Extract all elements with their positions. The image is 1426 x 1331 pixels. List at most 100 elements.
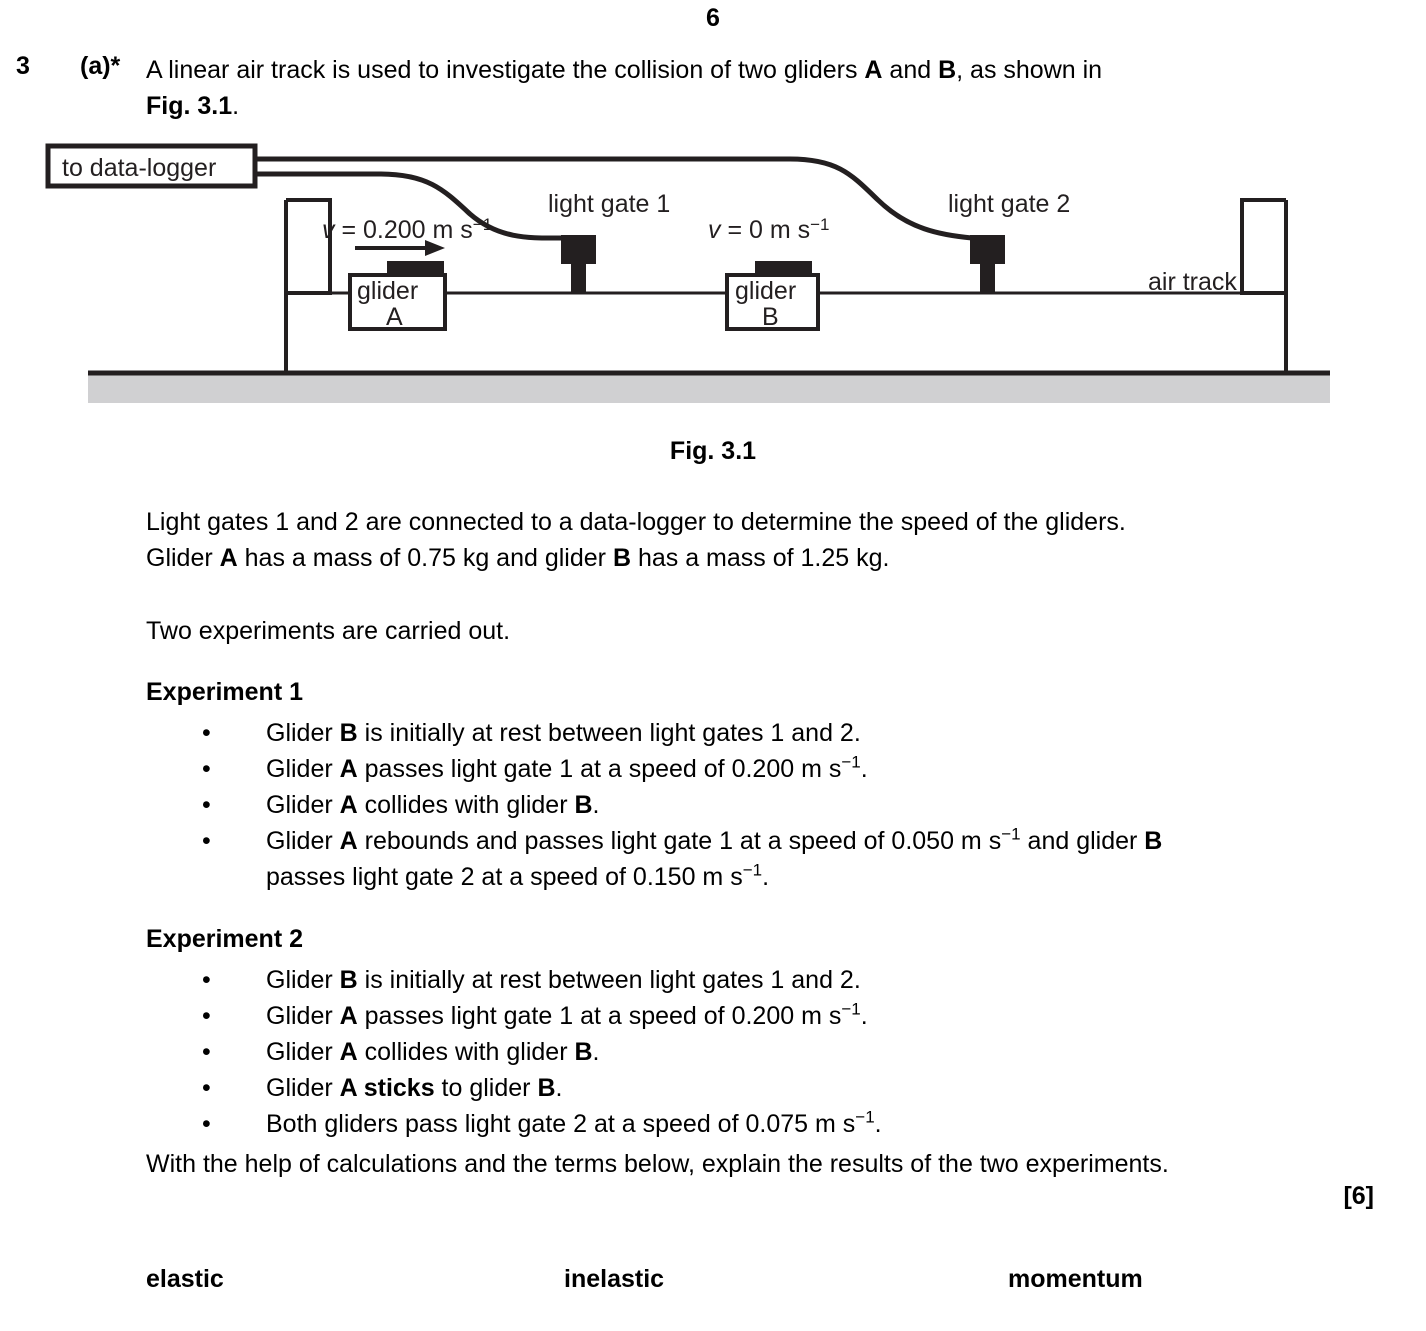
bullet-bold-1: A sticks	[339, 1074, 435, 1102]
marks-allocation: [6]	[1343, 1182, 1374, 1210]
glider-b-ref-mass: B	[612, 544, 631, 572]
velocity-a-arrow-head	[425, 240, 445, 256]
list-item: • Glider A collides with glider B.	[146, 787, 1376, 823]
glider-a-label-line-1: glider	[357, 277, 418, 305]
list-item: • Glider A collides with glider B.	[146, 1034, 1376, 1070]
air-track-label: air track	[1148, 268, 1237, 296]
intro-text-c: has a mass of 1.25 kg.	[631, 544, 890, 572]
glider-b-label-line-1: glider	[735, 277, 796, 305]
bullet-bold-2: B	[537, 1074, 556, 1102]
bullet-text-pre: Glider	[266, 791, 340, 819]
glider-a-label-line-2: A	[386, 303, 403, 331]
bullet-text-pre: Glider	[266, 719, 340, 747]
bullet-text-pre: Glider	[266, 1038, 340, 1066]
bullet-text-mid: is initially at rest between light gates…	[357, 966, 861, 994]
bullet-marker-icon: •	[202, 1110, 211, 1138]
bullet-text-pre: Glider	[266, 827, 340, 855]
question-stem-text-2: and	[882, 56, 939, 84]
light-gate-1-head	[561, 235, 596, 264]
list-item: • Both gliders pass light gate 2 at a sp…	[146, 1106, 1376, 1142]
bullet-bold-1: A	[339, 827, 358, 855]
intro-text-a: Glider	[146, 544, 220, 572]
figure-caption: Fig. 3.1	[669, 437, 757, 465]
page-number: 6	[706, 4, 720, 32]
question-number: 3	[16, 52, 30, 80]
question-part-label: (a)*	[80, 52, 121, 80]
bullet-text-post: .	[860, 755, 868, 783]
data-logger-box	[45, 143, 258, 189]
bullet-text-mid: to glider	[434, 1074, 538, 1102]
data-logger-label: to data-logger	[62, 154, 216, 182]
velocity-b-label: v = 0 m s−1	[708, 215, 830, 244]
wire-data-logger-to-gate-2	[252, 156, 975, 241]
experiment-2-heading: Experiment 2	[146, 925, 304, 953]
glider-a-body	[348, 273, 447, 331]
bullet-bold-1: B	[339, 966, 358, 994]
glider-b-label-line-2: B	[762, 303, 779, 331]
light-gate-2-head	[970, 235, 1005, 264]
bullet-bold-1: A	[339, 791, 358, 819]
wire-data-logger-to-gate-1	[252, 171, 565, 241]
bullet-bold-1: B	[339, 719, 358, 747]
bullet-exponent: −1	[841, 999, 861, 1019]
bullet-text-post: .	[555, 1074, 563, 1102]
bullet-line-2-post: .	[762, 863, 770, 891]
bullet-text-post: .	[592, 1038, 600, 1066]
bullet-line-2-pre: passes light gate 2 at a speed of 0.150 …	[266, 863, 743, 891]
figure-reference: Fig. 3.1	[146, 92, 233, 120]
glider-a-flag-top	[387, 261, 444, 275]
term-inelastic: inelastic	[564, 1265, 665, 1293]
bullet-text-mid: passes light gate 1 at a speed of 0.200 …	[357, 755, 842, 783]
bullet-bold-1: A	[339, 1038, 358, 1066]
question-stem-text-4: .	[232, 92, 240, 120]
bullet-text-mid-2: and glider	[1020, 827, 1145, 855]
bullet-text-mid: rebounds and passes light gate 1 at a sp…	[357, 827, 1002, 855]
light-gate-1-stem	[571, 264, 586, 294]
bullet-bold-1: A	[339, 755, 358, 783]
glider-b-body	[725, 273, 820, 331]
light-gate-2-stem	[980, 264, 995, 294]
bullet-bold-2: B	[574, 1038, 593, 1066]
bullet-text-pre: Glider	[266, 1074, 340, 1102]
bullet-marker-icon: •	[202, 755, 211, 783]
question-stem-text-3: , as shown in	[956, 56, 1103, 84]
bullet-text-pre: Glider	[266, 1002, 340, 1030]
light-gate-1-label: light gate 1	[548, 190, 670, 218]
two-experiments-paragraph: Two experiments are carried out.	[146, 617, 511, 645]
experiment-1-heading: Experiment 1	[146, 678, 304, 706]
bullet-exponent: −1	[855, 1107, 875, 1127]
intro-paragraph: Light gates 1 and 2 are connected to a d…	[146, 504, 1376, 576]
bullet-text-pre: Both gliders pass light gate 2 at a spee…	[266, 1110, 856, 1138]
term-elastic: elastic	[146, 1265, 224, 1293]
glider-b-ref: B	[938, 56, 957, 84]
ground-slab	[88, 374, 1330, 403]
figure-3-1-diagram: to data-logger light gate 1 light gate 2…	[0, 130, 1426, 415]
bullet-text-mid: passes light gate 1 at a speed of 0.200 …	[357, 1002, 842, 1030]
right-post-shape	[1240, 198, 1286, 295]
bullet-exponent: −1	[841, 752, 861, 772]
bullet-bold-1: A	[339, 1002, 358, 1030]
velocity-a-label: v = 0.200 m s−1	[322, 215, 492, 244]
bullet-line-2-exponent: −1	[742, 860, 763, 880]
left-post-shape	[286, 198, 332, 295]
question-stem: A linear air track is used to investigat…	[146, 52, 1371, 124]
list-item: • Glider A passes light gate 1 at a spee…	[146, 751, 1376, 787]
list-item: • Glider A sticks to glider B.	[146, 1070, 1376, 1106]
intro-text-b: has a mass of 0.75 kg and glider	[237, 544, 613, 572]
intro-line-1: Light gates 1 and 2 are connected to a d…	[146, 508, 1126, 536]
bullet-text-pre: Glider	[266, 755, 340, 783]
bullet-text-post: .	[860, 1002, 868, 1030]
term-momentum: momentum	[1008, 1265, 1143, 1293]
bullet-marker-icon: •	[202, 1038, 211, 1066]
bullet-text-pre: Glider	[266, 966, 340, 994]
bullet-exponent: −1	[1001, 824, 1021, 844]
glider-b-flag-top	[755, 261, 812, 275]
list-item: • Glider A passes light gate 1 at a spee…	[146, 998, 1376, 1034]
bullet-marker-icon: •	[202, 791, 211, 819]
experiment-1-bullet-list: • Glider B is initially at rest between …	[146, 715, 1376, 895]
bullet-marker-icon: •	[202, 719, 211, 747]
bullet-text-mid: is initially at rest between light gates…	[357, 719, 861, 747]
bullet-text-mid: collides with glider	[357, 791, 575, 819]
bullet-text-post: .	[874, 1110, 882, 1138]
final-instruction: With the help of calculations and the te…	[146, 1150, 1169, 1178]
